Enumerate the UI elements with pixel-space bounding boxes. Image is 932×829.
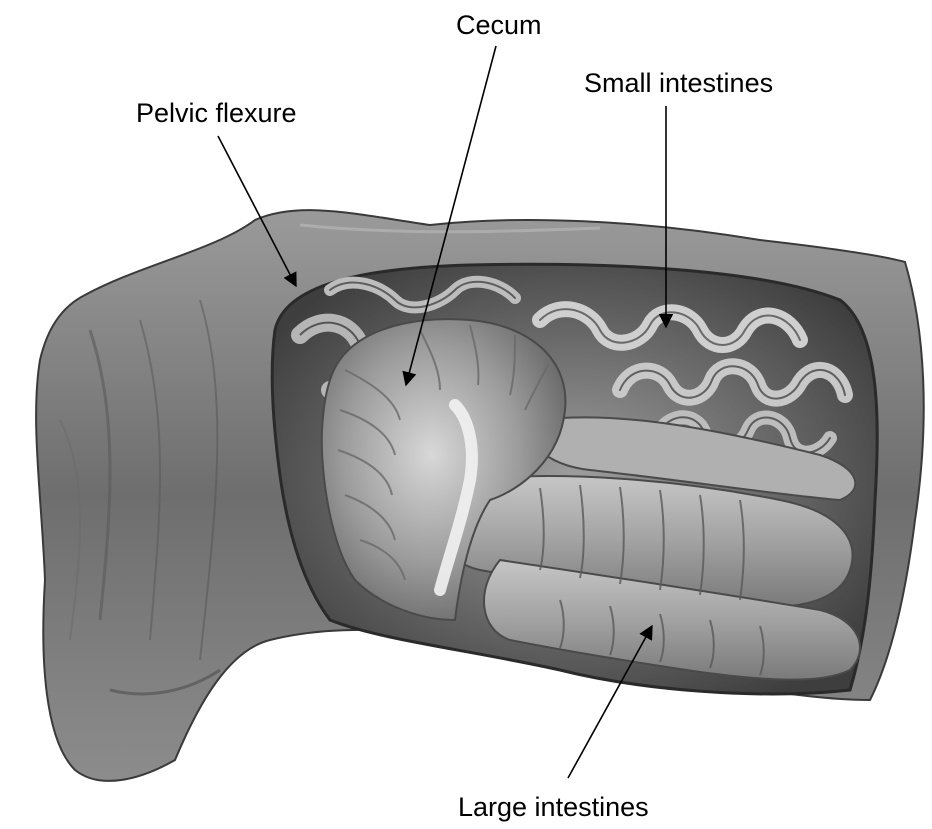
label-pelvic-flexure: Pelvic flexure [136,98,297,128]
label-small-intestines: Small intestines [584,68,773,98]
label-large-intestines: Large intestines [458,792,649,822]
label-cecum: Cecum [456,10,542,40]
